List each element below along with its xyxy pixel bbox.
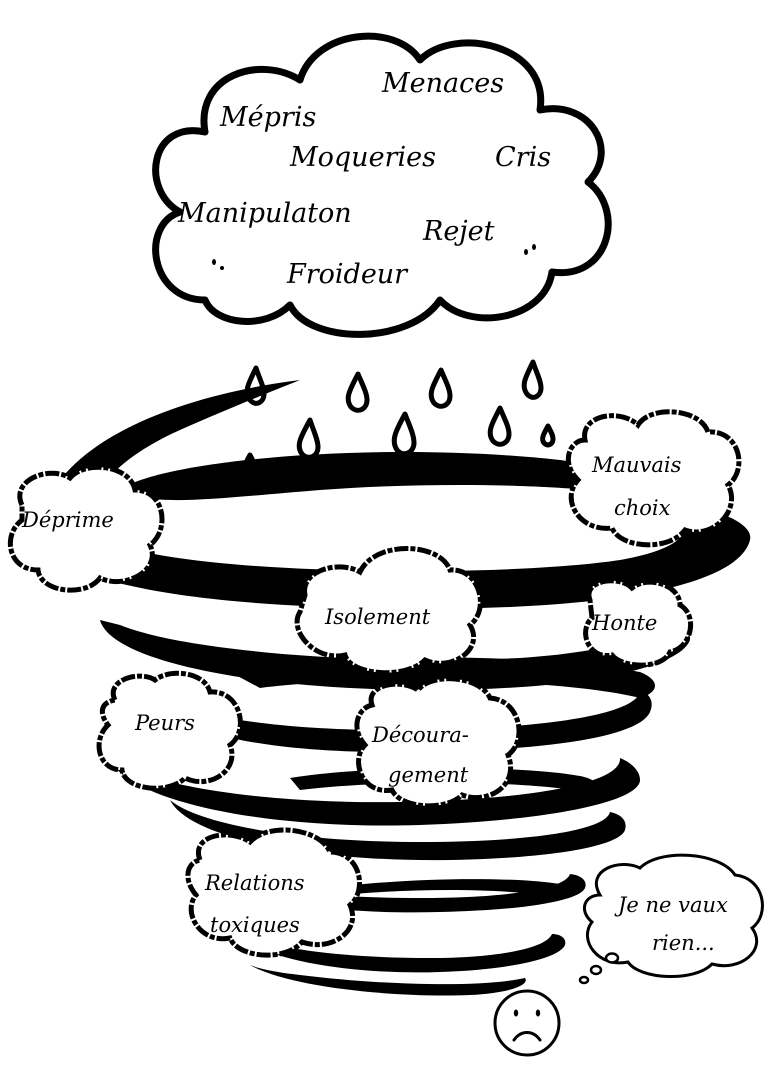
relations-label: Relations: [204, 871, 305, 895]
decouragement-cloud: [354, 676, 522, 809]
deprime-cloud: [7, 464, 165, 593]
mauvais-choix-cloud: [565, 409, 742, 548]
word-cris: Cris: [495, 142, 551, 173]
thought-bubble: [582, 853, 764, 979]
word-moqueries: Moqueries: [289, 142, 436, 173]
isolement-label: Isolement: [324, 605, 431, 629]
word-rejet: Rejet: [422, 216, 495, 247]
rain-drop: [540, 423, 556, 448]
choix-label: choix: [614, 496, 671, 520]
deprime-label: Déprime: [21, 508, 114, 532]
spiral-band: [250, 965, 526, 996]
isolement-cloud: [294, 546, 483, 676]
thought-line-2: rien...: [652, 931, 715, 955]
relations-toxiques-cloud: [185, 827, 362, 958]
spiral-band: [169, 690, 652, 753]
mauvais-label: Mauvais: [591, 453, 682, 477]
rain-drop: [521, 359, 544, 400]
honte-cloud: [583, 578, 693, 668]
spiral-band: [330, 879, 568, 897]
decouragement-label-2: gement: [388, 763, 469, 787]
thought-line-1: Je ne vaux: [614, 893, 728, 917]
rain-drop: [391, 411, 417, 457]
honte-label: Honte: [591, 611, 657, 635]
spiral-band: [110, 758, 640, 826]
word-froideur: Froideur: [286, 259, 409, 290]
sad-face-icon: [493, 989, 561, 1057]
peurs-cloud: [96, 670, 243, 791]
rain-drop: [428, 367, 453, 409]
word-mepris: Mépris: [219, 102, 316, 133]
decouragement-label-1: Découra-: [371, 723, 469, 747]
word-manipulaton: Manipulaton: [177, 198, 352, 229]
spiral-band: [240, 934, 566, 973]
cloud-tick-marks: [212, 244, 536, 270]
rain-drop: [345, 371, 370, 413]
rain-drop: [487, 405, 512, 447]
word-menaces: Menaces: [381, 68, 504, 99]
rain-drop: [296, 417, 321, 460]
peurs-label: Peurs: [134, 711, 195, 735]
thought-trail: [578, 952, 620, 985]
storm-cloud: [152, 32, 612, 338]
toxiques-label: toxiques: [210, 913, 300, 937]
spiral-band: [120, 451, 642, 501]
